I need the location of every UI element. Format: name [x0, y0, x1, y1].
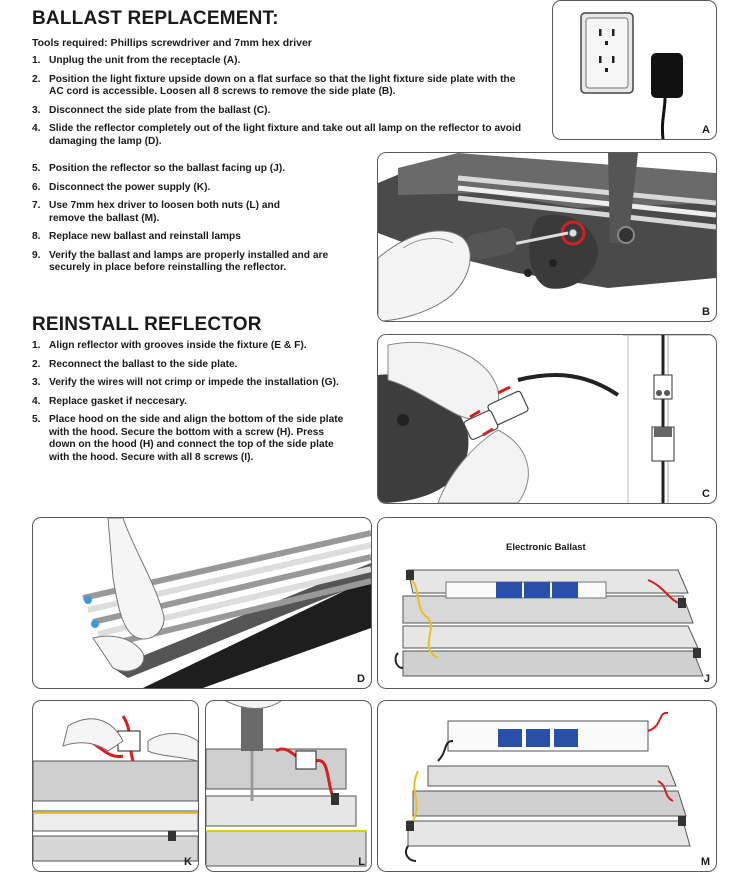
ballast-steps-list: 1.Unplug the unit from the receptacle (A… [32, 55, 532, 154]
power-connector-illustration [33, 715, 198, 862]
section-title-reinstall-reflector: REINSTALL REFLECTOR [32, 314, 262, 335]
figure-label-m: M [700, 856, 710, 868]
figure-label-l: L [358, 856, 365, 868]
reinstall-steps-list: 1.Align reflector with grooves inside th… [32, 340, 352, 470]
figure-l-loosen-nuts: L [205, 700, 372, 872]
list-item: 5.Place hood on the side and align the b… [32, 414, 344, 463]
list-item: 5.Position the reflector so the ballast … [32, 163, 286, 174]
hex-driver-illustration [206, 701, 367, 867]
figure-j-ballast-up: Electronic Ballast J [377, 517, 717, 689]
figure-label-d: D [357, 673, 365, 685]
list-item: 3.Disconnect the side plate from the bal… [32, 104, 271, 116]
figure-a-unplug: A [552, 0, 717, 140]
list-item: 1.Align reflector with grooves inside th… [32, 340, 307, 351]
figure-label-c: C [702, 488, 710, 500]
figure-label-k: K [184, 856, 192, 868]
figure-c-disconnect: C [377, 334, 717, 504]
tools-required: Tools required: Phillips screwdriver and… [32, 37, 312, 49]
figure-j-title: Electronic Ballast [506, 542, 586, 553]
list-item: 6.Disconnect the power supply (K). [32, 181, 211, 193]
side-plate-illustration [378, 153, 716, 321]
figure-label-b: B [702, 306, 710, 318]
list-item: 4.Slide the reflector completely out of … [32, 123, 522, 147]
figure-label-j: J [703, 673, 710, 685]
list-item: 4.Replace gasket if neccesary. [32, 395, 187, 407]
list-item: 9.Verify the ballast and lamps are prope… [32, 249, 329, 274]
section-title-ballast-replacement: BALLAST REPLACEMENT: [32, 8, 279, 29]
figure-b-remove-side-plate: B [377, 152, 717, 322]
electronic-ballast-illustration [394, 569, 704, 677]
list-item: 3.Verify the wires will not crimp or imp… [32, 377, 339, 388]
lamps-illustration [82, 518, 371, 688]
removed-ballast-illustration [405, 711, 691, 862]
figure-label-a: A [702, 124, 710, 136]
list-item: 8.Replace new ballast and reinstall lamp… [32, 231, 241, 242]
outlet-illustration [580, 12, 683, 139]
list-item: 1.Unplug the unit from the receptacle (A… [32, 55, 241, 66]
figure-k-disconnect-power: K [32, 700, 199, 872]
list-item: 2.Reconnect the ballast to the side plat… [32, 358, 238, 370]
connector-illustration [378, 335, 716, 503]
ballast-steps-list-continued: 5.Position the reflector so the ballast … [32, 163, 352, 281]
list-item: 2.Position the light fixture upside down… [32, 73, 516, 98]
figure-d-remove-lamps: D [32, 517, 372, 689]
list-item: 7.Use 7mm hex driver to loosen both nuts… [32, 200, 280, 224]
figure-m-remove-ballast: M [377, 700, 717, 872]
